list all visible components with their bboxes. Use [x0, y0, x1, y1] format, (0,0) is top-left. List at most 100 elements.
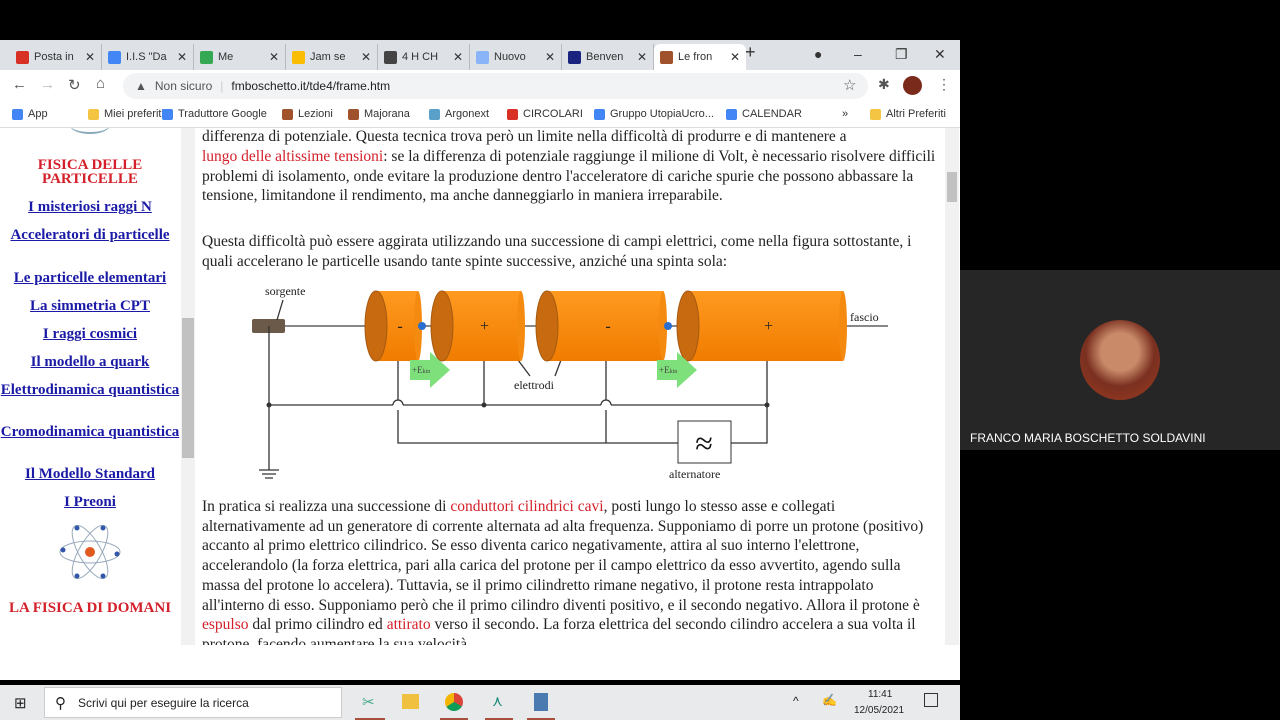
- new-tab-button[interactable]: +: [745, 42, 756, 62]
- close-tab-icon[interactable]: ✕: [452, 50, 463, 64]
- tab[interactable]: Nuovo ✕: [470, 44, 562, 70]
- tray-chevron-icon[interactable]: ^: [793, 694, 799, 708]
- bookmark-label: App: [28, 108, 48, 120]
- sidebar-link[interactable]: Le particelle elementari: [13, 270, 167, 286]
- chrome-icon[interactable]: [445, 693, 463, 711]
- close-tab-icon[interactable]: ✕: [360, 50, 371, 64]
- close-tab-icon[interactable]: ✕: [176, 50, 187, 64]
- bookmark[interactable]: Gruppo UtopiaUcro...: [594, 108, 714, 120]
- atom-icon: [59, 524, 121, 580]
- atom-icon: [70, 128, 110, 134]
- notifications-icon[interactable]: [924, 693, 938, 707]
- close-window-button[interactable]: ✕: [934, 46, 946, 62]
- bookmark[interactable]: Argonext: [429, 108, 489, 120]
- home-icon[interactable]: ⌂: [96, 75, 106, 92]
- menu-icon[interactable]: ⋮: [937, 76, 951, 92]
- alternator-symbol: ≈: [695, 425, 713, 461]
- sidebar-link[interactable]: Il modello a quark: [30, 354, 150, 370]
- highlight: lungo delle altissime tensioni: [202, 148, 384, 165]
- content-frame: differenza di potenziale. Questa tecnica…: [195, 128, 960, 645]
- address-bar[interactable]: ▲ Non sicuro | fmboschetto.it/tde4/frame…: [123, 73, 868, 99]
- highlight: espulso: [202, 616, 249, 634]
- clock-time[interactable]: 11:41: [868, 689, 893, 700]
- bookmark[interactable]: Miei preferiti: [88, 108, 164, 120]
- bookmark[interactable]: Traduttore Google: [162, 108, 267, 120]
- sidebar-link[interactable]: I raggi cosmici: [42, 326, 138, 342]
- close-tab-icon[interactable]: ✕: [84, 50, 95, 64]
- tab[interactable]: Benven✕: [562, 44, 654, 70]
- other-bookmarks[interactable]: Altri Preferiti: [870, 108, 946, 120]
- bookmark[interactable]: CALENDAR: [726, 108, 802, 120]
- content-scrollbar[interactable]: [945, 128, 959, 645]
- bookmark[interactable]: Majorana: [348, 108, 410, 120]
- electrode-cylinder: -: [535, 290, 667, 362]
- bookmark[interactable]: CIRCOLARI: [507, 108, 583, 120]
- sidebar-link[interactable]: Cromodinamica quantistica: [0, 424, 180, 440]
- search-icon: ⚲: [55, 694, 66, 712]
- paragraph: lungo delle altissime tensioni: se la di…: [202, 147, 937, 206]
- file-explorer-icon[interactable]: [402, 694, 419, 709]
- more-bookmarks[interactable]: »: [842, 108, 849, 120]
- beam-label: fascio: [850, 310, 879, 324]
- tab[interactable]: Posta in✕: [10, 44, 102, 70]
- tab-title: Me: [218, 51, 234, 63]
- back-icon[interactable]: ←: [12, 76, 27, 93]
- sidebar-link[interactable]: La simmetria CPT: [30, 298, 150, 314]
- alternator-label: alternatore: [669, 467, 720, 481]
- minimize-button[interactable]: –: [854, 46, 862, 62]
- forward-icon[interactable]: →: [40, 76, 55, 93]
- participant-tile: FRANCO MARIA BOSCHETTO SOLDAVINI: [960, 270, 1280, 450]
- star-icon[interactable]: ☆: [843, 77, 857, 94]
- particle-icon: [418, 322, 672, 330]
- pen-icon[interactable]: ✍: [822, 693, 837, 707]
- tab-title: Nuovo: [494, 51, 526, 63]
- sidebar-link[interactable]: Il Modello Standard: [24, 466, 156, 482]
- highlight: attirato: [386, 616, 431, 634]
- bookmark-icon: [162, 108, 173, 120]
- media-control-icon[interactable]: ●: [814, 46, 823, 62]
- text: : se la differenza di potenziale raggiun…: [202, 148, 936, 205]
- section-heading: LA FISICA DI DOMANI: [8, 600, 172, 616]
- sidebar-link[interactable]: Acceleratori di particelle: [10, 227, 170, 243]
- calculator-icon[interactable]: [534, 693, 548, 711]
- tab-favicon-icon: [16, 50, 29, 64]
- url-text[interactable]: fmboschetto.it/tde4/frame.htm: [231, 79, 391, 93]
- taskbar-search[interactable]: ⚲Scrivi qui per eseguire la ricerca: [44, 687, 342, 718]
- bookmark-icon: [507, 108, 518, 120]
- bookmark-icon: [348, 108, 359, 120]
- windows-start-icon[interactable]: ⊞: [14, 695, 27, 712]
- tab[interactable]: 4 H CH✕: [378, 44, 470, 70]
- bookmark-label: CIRCOLARI: [523, 108, 583, 120]
- reload-icon[interactable]: ↻: [68, 77, 81, 94]
- tab[interactable]: I.I.S "Da✕: [102, 44, 194, 70]
- warning-icon: ▲: [135, 79, 147, 93]
- close-tab-icon[interactable]: ✕: [636, 50, 647, 64]
- sidebar-scrollbar[interactable]: [181, 128, 195, 645]
- extensions-icon[interactable]: ✱: [878, 76, 890, 92]
- close-tab-icon[interactable]: ✕: [729, 50, 740, 64]
- scrollbar-thumb[interactable]: [182, 318, 194, 458]
- clock-date[interactable]: 12/05/2021: [854, 705, 905, 716]
- sidebar-link[interactable]: I Preoni: [64, 494, 116, 510]
- app-icon[interactable]: ⋏: [492, 693, 503, 710]
- close-tab-icon[interactable]: ✕: [544, 50, 555, 64]
- tab-strip: Posta in✕I.I.S "Da✕Me✕Jam se✕4 H CH✕Nuov…: [0, 40, 960, 70]
- tab-favicon-icon: [292, 50, 305, 64]
- tab-favicon-icon: [384, 50, 397, 64]
- sidebar-link[interactable]: Elettrodinamica quantistica: [0, 382, 180, 398]
- maximize-button[interactable]: ❐: [895, 46, 908, 62]
- close-tab-icon[interactable]: ✕: [268, 50, 279, 64]
- bookmark[interactable]: Lezioni: [282, 108, 333, 120]
- snipping-tool-icon[interactable]: ✂: [362, 694, 375, 711]
- bookmark[interactable]: App: [12, 108, 48, 120]
- profile-avatar[interactable]: [903, 76, 922, 95]
- tab[interactable]: Jam se✕: [286, 44, 378, 70]
- tab[interactable]: Me ✕: [194, 44, 286, 70]
- tab[interactable]: Le fron✕: [654, 44, 746, 70]
- sidebar-link[interactable]: I misteriosi raggi N: [28, 199, 152, 215]
- participant-avatar: [1080, 320, 1160, 400]
- electrode-cylinder: +: [676, 290, 847, 362]
- sidebar-frame: FISICA DELLE PARTICELLE I misteriosi rag…: [0, 128, 195, 645]
- scrollbar-thumb[interactable]: [947, 172, 957, 202]
